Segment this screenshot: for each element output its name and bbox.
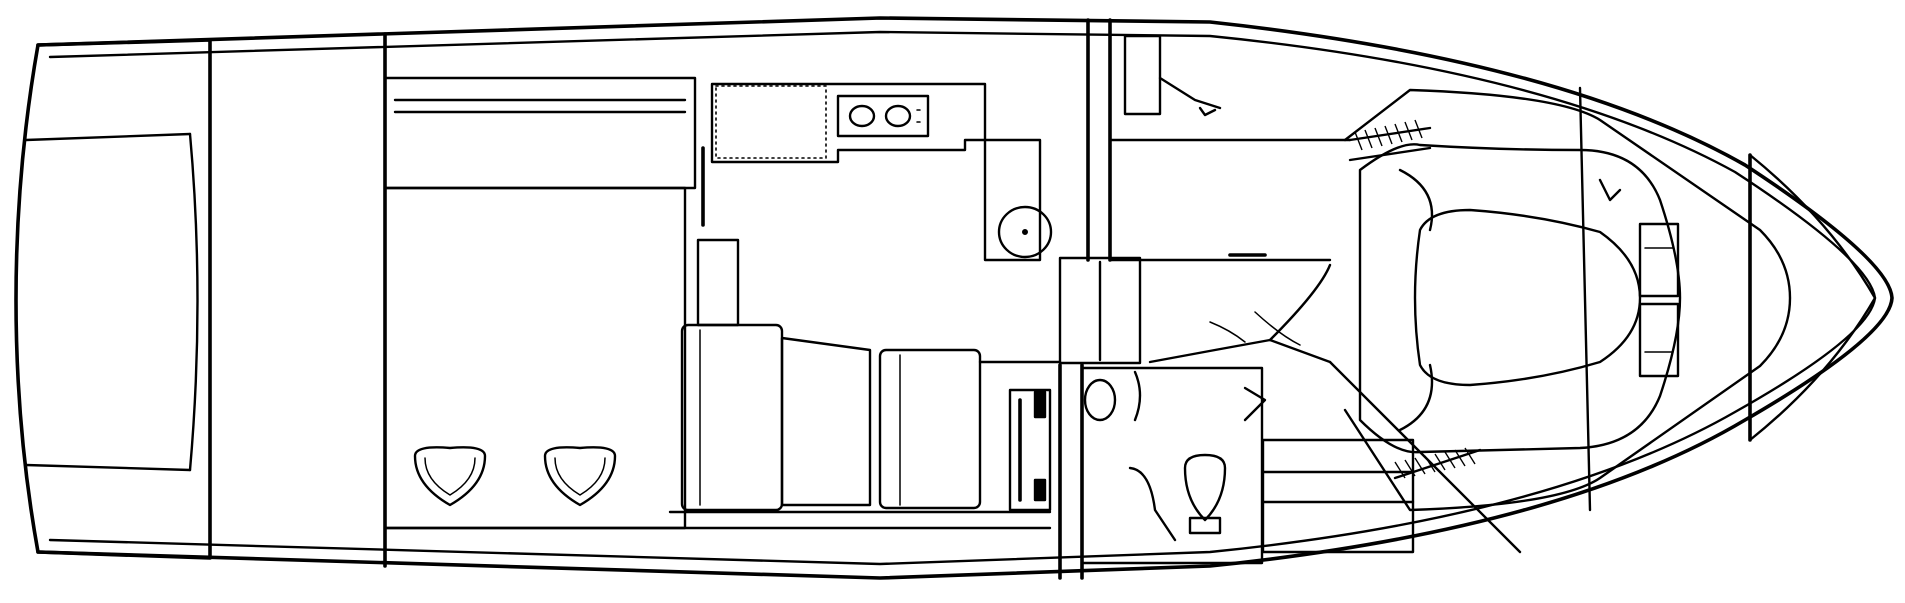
- toilet-icon: [1183, 453, 1227, 522]
- helm-chair-right-icon: [543, 446, 617, 507]
- locker: [1123, 34, 1162, 116]
- bow-inner: [1748, 153, 1877, 442]
- nightstand-upper: [1638, 222, 1680, 298]
- door-swing-dash-2: [1254, 311, 1301, 346]
- forward-hinge: [1598, 178, 1622, 202]
- guest-berth: [1261, 438, 1415, 554]
- steps-frame: [1008, 388, 1052, 512]
- step-handle-2: [1033, 478, 1047, 502]
- head-counter: [1128, 466, 1177, 542]
- helm-chairs: [383, 446, 1052, 530]
- vberth-frame: [1343, 88, 1792, 512]
- burner-left-icon: [848, 104, 876, 128]
- companionway-curve: [1268, 263, 1332, 342]
- head-vanity: [1133, 370, 1142, 422]
- helm-chair-left-icon: [413, 446, 487, 507]
- companionway-steps: [1008, 388, 1052, 512]
- entry-passage: [1058, 256, 1142, 365]
- hull-outer: [14, 16, 1894, 580]
- door-swing-dash: [1209, 321, 1246, 343]
- stair-rail: [1348, 126, 1432, 142]
- salon-settee: [383, 76, 697, 530]
- galley: [696, 82, 1053, 327]
- hanging-locker: [1108, 34, 1352, 142]
- forward-stair-hatching: [1348, 119, 1432, 162]
- vberth-divider: [1578, 86, 1592, 512]
- platform-curve: [188, 132, 199, 472]
- helm-chair-left-inner: [424, 457, 476, 496]
- companionway: [1108, 253, 1332, 364]
- head-door-swing: [1243, 386, 1267, 422]
- bow: [1748, 153, 1877, 442]
- head-sink-icon: [1083, 378, 1117, 422]
- sink-drain-icon: [1022, 229, 1028, 235]
- swim-platform: [24, 32, 387, 568]
- head: [1080, 366, 1267, 565]
- swim-platform-edge: [36, 38, 212, 560]
- vberth-cushion-outer: [1358, 143, 1682, 454]
- vberth-curve-a: [1398, 168, 1434, 232]
- forward-stateroom: [1343, 86, 1792, 512]
- nightstand-lower: [1638, 302, 1680, 378]
- locker-door-swing: [1158, 76, 1222, 110]
- locker-hinge: [1198, 106, 1217, 117]
- burner-right-icon: [884, 104, 912, 128]
- dinette-seat-aft: [680, 323, 784, 512]
- hull-outline: [14, 16, 1894, 580]
- dinette-seat-fwd: [878, 348, 982, 510]
- galley-counter-edge: [715, 85, 827, 159]
- platform-seam-lower: [24, 463, 192, 472]
- dinette-table: [780, 336, 872, 507]
- bulkheads: [1058, 18, 1142, 580]
- step-handle: [1033, 390, 1047, 419]
- galley-counter: [710, 82, 1042, 262]
- galley-cabinet: [696, 238, 740, 327]
- platform-seam-upper: [24, 132, 192, 142]
- dinette: [668, 323, 1062, 514]
- toilet-tank: [1188, 516, 1222, 535]
- helm-chair-right-inner: [554, 457, 606, 496]
- galley-sink-icon: [997, 205, 1053, 259]
- guest-cabin: [1261, 360, 1522, 554]
- vberth-cushion-inner: [1413, 208, 1642, 387]
- settee-back-cushion: [383, 76, 697, 190]
- stove: [836, 94, 930, 138]
- vberth-curve-b: [1398, 363, 1434, 432]
- companionway-bottom: [1148, 338, 1332, 364]
- guest-stair-hatching: [1393, 447, 1482, 480]
